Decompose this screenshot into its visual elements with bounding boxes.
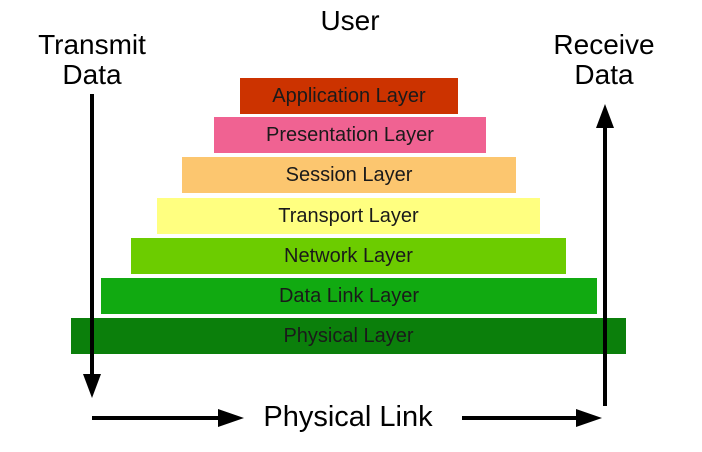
transmit-label-line-1: Transmit [38,29,146,60]
layer-network: Network Layer [131,238,566,274]
receive-data-label: Receive Data [534,30,674,90]
link-arrow-left-segment [92,409,244,427]
layer-physical: Physical Layer [71,318,626,354]
transmit-label-line-2: Data [62,59,122,90]
layer-data-link: Data Link Layer [101,278,597,314]
physical-link-label: Physical Link [263,401,433,433]
link-arrow-right-segment [462,409,602,427]
transmit-data-label: Transmit Data [22,30,162,90]
receive-up-arrow [596,104,614,406]
receive-label-line-1: Receive [553,29,655,60]
transmit-down-arrow [83,94,101,398]
user-label: User [320,5,380,36]
layer-application: Application Layer [240,78,458,114]
layer-session: Session Layer [182,157,516,193]
layer-transport: Transport Layer [157,198,540,234]
receive-label-line-2: Data [574,59,634,90]
layer-presentation: Presentation Layer [214,117,486,153]
